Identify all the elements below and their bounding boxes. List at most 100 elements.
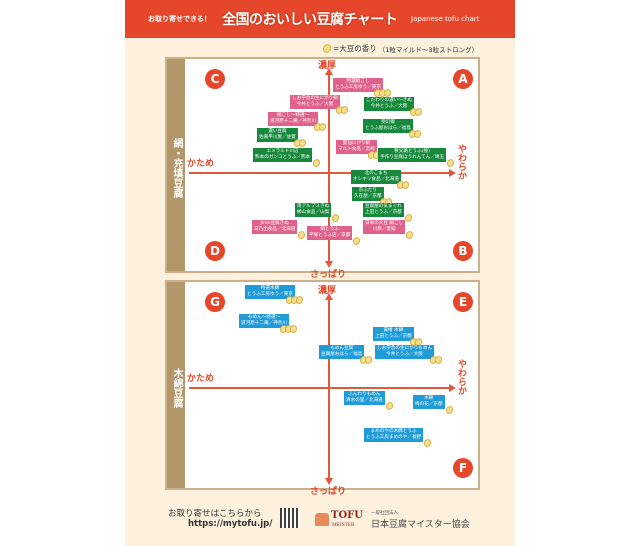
tofu-name: 京ふたり bbox=[358, 188, 377, 193]
tofu-maker: 上田とうふ／京都 bbox=[365, 210, 402, 215]
tofu-name: 秩父路とうふ(極) bbox=[394, 149, 430, 154]
axis-label-bottom: さっぱり bbox=[310, 270, 347, 280]
tofu-maker: 平塚とうふ店／京都 bbox=[309, 233, 351, 238]
aroma-rating bbox=[334, 104, 350, 116]
tofu-maker: 今井とうふ／大阪 bbox=[296, 102, 334, 107]
tofu-item[interactable]: 特濃絹ごしとうふ工房ゆう／東京 bbox=[333, 78, 393, 99]
quadrant-badge-a: A bbox=[453, 69, 473, 89]
header-subtitle: Japanese tofu chart bbox=[411, 15, 480, 23]
tofu-name: 受幻郷 bbox=[381, 120, 395, 125]
tofu-item[interactable]: 受幻郷とうふ屋おはら／福島 bbox=[363, 119, 423, 140]
tofu-maker: 豆腐屋おはら／福島 bbox=[321, 352, 363, 357]
aroma-rating bbox=[330, 212, 341, 224]
tofu-maker: オシキリ食品／北海道 bbox=[353, 177, 399, 182]
tofu-maker: 今井とうふ／大阪 bbox=[370, 104, 408, 109]
tofu-name: 貴椿 木綿 bbox=[383, 328, 404, 333]
logo-tofu: TOFU bbox=[331, 510, 363, 521]
tofu-item[interactable]: Jimo豆腐きぬ日乃出食品／北海道 bbox=[252, 220, 307, 241]
tofu-name: 絹こし〜特選〜 bbox=[276, 113, 310, 118]
tofu-maker: 久在屋／京都 bbox=[354, 194, 382, 199]
tofu-name: もめん〜特選〜 bbox=[247, 315, 281, 320]
vertical-axis bbox=[328, 300, 330, 478]
tofu-maker: 梅の花／京都 bbox=[415, 402, 443, 407]
soybean-icon bbox=[445, 157, 456, 169]
tofu-maker: 道河原十二庵／神奈川 bbox=[241, 321, 287, 326]
tofu-item[interactable]: 南アルプスきぬ榊山食品／山梨 bbox=[295, 203, 341, 224]
tofu-item[interactable]: 特選木綿とうふ工房ゆう／東京 bbox=[245, 285, 305, 306]
tofu-item[interactable]: しお学舎の生にがり絹今井とうふ／大阪 bbox=[290, 95, 350, 116]
quadrant-badge-f: F bbox=[453, 458, 473, 478]
legend-text: =大豆の香り bbox=[333, 44, 377, 53]
tofu-maker: 川原／愛知 bbox=[372, 227, 396, 232]
tofu-item[interactable]: しお学舎の生にがりもめん今井とうふ／大阪 bbox=[375, 345, 444, 366]
tofu-name: 木綿 bbox=[424, 396, 434, 401]
axis-label-left: かため bbox=[187, 374, 215, 384]
header-banner: お取り寄せできる！ 全国のおいしい豆腐チャート Japanese tofu ch… bbox=[125, 0, 515, 38]
tofu-item[interactable]: 豆腐屋の気まぐれ上田とうふ／京都 bbox=[363, 203, 414, 224]
category-label: 木綿豆腐 bbox=[167, 282, 185, 488]
tofu-item[interactable]: 日本の大豆 絹ごし川原／愛知 bbox=[363, 220, 415, 241]
quadrant-badge-g: G bbox=[205, 292, 225, 312]
tofu-name: Jimo豆腐きぬ bbox=[260, 221, 289, 226]
tofu-item[interactable]: 京ふたり久在屋／京都 bbox=[352, 187, 393, 208]
tofu-name: 絹とうふ bbox=[320, 227, 339, 232]
tofu-name: もめん豆腐 bbox=[330, 346, 354, 351]
order-text: お取り寄せはこちらから bbox=[168, 509, 262, 519]
tofu-name: 南アルプスきぬ bbox=[297, 204, 330, 209]
tofu-item[interactable]: ふんわりもめん清水の里／北海道 bbox=[344, 391, 395, 412]
qr-code-icon[interactable] bbox=[280, 508, 300, 528]
tofu-maker: 手作り豆腐ほうれんてん／埼玉 bbox=[380, 155, 445, 160]
tofu-maker: 榊山食品／山梨 bbox=[297, 210, 330, 215]
tofu-name: しお学舎の生にがりもめん bbox=[377, 346, 433, 351]
logo-meister: MEISTER bbox=[332, 523, 355, 528]
tofu-maker: 日乃出食品／北海道 bbox=[254, 227, 296, 232]
tofu-item[interactable]: 北のこまちオシキリ食品／北海道 bbox=[351, 170, 411, 191]
aroma-rating bbox=[384, 400, 395, 412]
soybean-icon bbox=[330, 212, 341, 224]
axis-label-top: 濃厚 bbox=[318, 286, 337, 296]
axis-label-left: かため bbox=[187, 159, 215, 169]
soybean-icon bbox=[321, 42, 333, 55]
tofu-item[interactable]: 絹とうふ平塚とうふ店／京都 bbox=[307, 226, 362, 247]
soybean-icon bbox=[433, 354, 444, 366]
order-url[interactable]: https://mytofu.jp/ bbox=[188, 519, 273, 529]
axis-label-right: やわらか bbox=[456, 359, 466, 395]
tofu-maker: 佐嘉平川屋／佐賀 bbox=[259, 135, 296, 140]
tofu-item[interactable]: まめのやの木綿とうふとうふ工房まめのや／長野 bbox=[364, 428, 433, 449]
aroma-rating bbox=[292, 137, 308, 149]
horizontal-axis bbox=[189, 387, 449, 389]
tofu-item[interactable]: 貴椿 木綿上田とうふ／京都 bbox=[373, 327, 424, 348]
tofu-maker: とうふ屋おはら／福島 bbox=[365, 126, 411, 131]
tofu-item[interactable]: 濃い豆腐佐嘉平川屋／佐賀 bbox=[257, 128, 308, 149]
tofu-name: 日本の大豆 絹ごし bbox=[365, 221, 404, 226]
aroma-rating bbox=[407, 128, 423, 140]
tofu-item[interactable]: 木綿梅の花／京都 bbox=[413, 395, 454, 416]
horizontal-axis bbox=[189, 172, 449, 174]
aroma-rating bbox=[408, 106, 424, 118]
soybean-icon bbox=[422, 437, 433, 449]
legend-note: （1粒マイルド〜3粒ストロング） bbox=[378, 45, 479, 54]
tofu-item[interactable]: もめん〜特選〜道河原十二庵／神奈川 bbox=[239, 314, 299, 335]
org-name: 日本豆腐マイスター協会 bbox=[371, 520, 470, 530]
tofu-item[interactable]: 秩父路とうふ(極)手作り豆腐ほうれんてん／埼玉 bbox=[378, 148, 456, 169]
tofu-item[interactable]: 絹こし〜特選〜道河原十二庵／神奈川 bbox=[268, 112, 328, 133]
tofu-item[interactable]: エメラルド川辺熊本のガンコとうふ／熊本 bbox=[253, 148, 322, 169]
soybean-icon bbox=[363, 354, 374, 366]
aroma-rating bbox=[358, 354, 374, 366]
tofu-name: まめのやの木綿とうふ bbox=[370, 429, 417, 434]
tofu-item[interactable]: 雲仙にがり絹マルト食品／宮崎 bbox=[336, 140, 387, 161]
aroma-rating bbox=[372, 87, 393, 99]
tofu-item[interactable]: こだわりの濃い〜きぬ今井とうふ／大阪 bbox=[364, 97, 424, 118]
arrow-down-icon bbox=[325, 478, 333, 485]
quadrant-badge-e: E bbox=[453, 292, 473, 312]
tofu-name: こだわりの濃い〜きぬ bbox=[366, 98, 412, 103]
tofu-name: しお学舎の生にがり絹 bbox=[292, 96, 338, 101]
aroma-rating bbox=[445, 157, 456, 169]
tofu-item[interactable]: もめん豆腐豆腐屋おはら／福島 bbox=[319, 345, 374, 366]
header-pre: お取り寄せできる！ bbox=[148, 15, 211, 23]
tofu-maker: とうふ工房まめのや／長野 bbox=[366, 435, 422, 440]
category-label: 絹・充填豆腐 bbox=[167, 59, 185, 271]
arrow-down-icon bbox=[325, 261, 333, 268]
soybean-icon bbox=[384, 400, 395, 412]
